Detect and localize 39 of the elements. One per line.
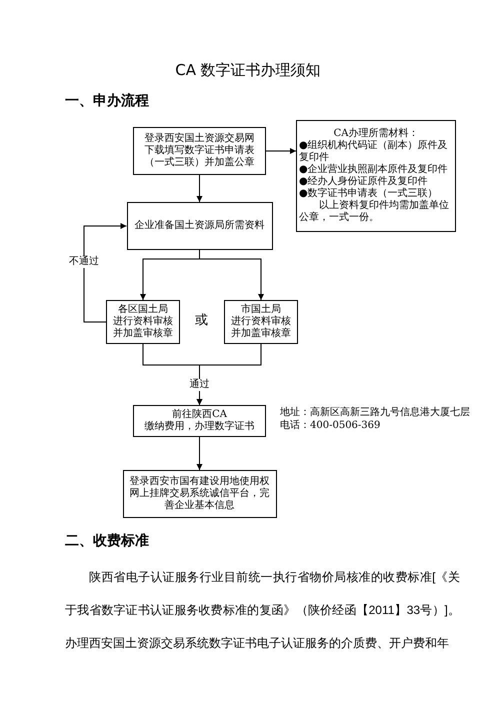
- process-box: [126, 202, 272, 250]
- list-item: ●组织机构代码证（副本）原件及复印件: [299, 140, 449, 164]
- arrow: [266, 148, 296, 154]
- review-box: [106, 300, 180, 344]
- process-box: [133, 127, 266, 175]
- page-title: CA 数字证书办理须知: [175, 60, 321, 80]
- box-text: 各区国土局: [118, 304, 168, 316]
- edge-label: 通过: [188, 379, 210, 391]
- list-item: ●数字证书申请表（一式三联）: [299, 188, 439, 200]
- box-text: 并加盖审核章: [113, 328, 173, 340]
- box-heading: CA办理所需材料：: [332, 128, 420, 140]
- section-heading: 二、收费标准: [65, 532, 149, 550]
- box-text: 进行资料审核: [231, 316, 291, 328]
- list-item: ●企业营业执照副本原件及复印件: [299, 164, 449, 176]
- paragraph-text: 陕西省电子认证服务行业目前统一执行省物价局核准的收费标准[《关于我省数字证书认证服务收费标准的复函》（陕价经函【2011】33号）]。办理西安国土资源交易系统数字证书电子认证服务的介质费、开户费和年: [65, 569, 460, 652]
- box-text: 进行资料审核: [113, 316, 173, 328]
- contact-text: 电话：400-0506-369: [280, 419, 382, 432]
- box-text: 缴纳费用，办理数字证书: [144, 421, 254, 433]
- box-text: 企业准备国土资源局所需资料: [134, 220, 264, 232]
- requirements-box: [296, 120, 456, 232]
- box-text: 前往陕西CA: [172, 409, 227, 420]
- edge-label: 不通过: [68, 256, 100, 268]
- list-item: ●经办人身份证原件及复印件: [299, 176, 429, 188]
- box-text: 登录西安市国有建设用地使用权网上挂牌交易系统诚信平台，完善企业基本信息: [128, 476, 270, 512]
- arrow: [199, 250, 264, 300]
- contact-text: 地址：高新区高新三路九号信息港大厦七层: [280, 406, 470, 419]
- arrow: [84, 223, 127, 322]
- arrow: [196, 344, 262, 406]
- box-text: 登录西安国土资源交易网下载填写数字证书申请表（一式三联）并加盖公章: [144, 133, 256, 169]
- review-box: [224, 300, 298, 344]
- arrow: [196, 174, 202, 202]
- section-heading: 一、申办流程: [65, 92, 149, 110]
- box-text: 市国土局: [241, 304, 281, 316]
- process-box: [122, 470, 276, 518]
- note-text: 以上资料复印件均需加盖单位公章，一式一份。: [299, 200, 450, 224]
- box-text: 并加盖审核章: [231, 328, 291, 340]
- or-text: 或: [195, 313, 208, 329]
- arrow: [196, 436, 202, 470]
- process-box: [133, 405, 266, 437]
